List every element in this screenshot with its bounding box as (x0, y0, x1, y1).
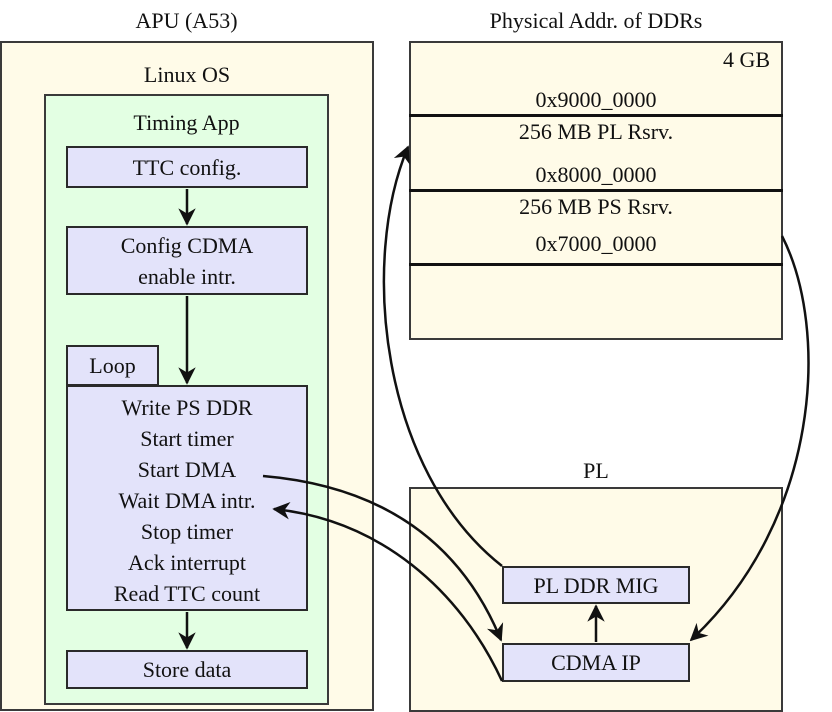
arrow-mig-to-pl-reserved (382, 145, 503, 567)
loop-step-ack-interrupt: Ack interrupt (128, 550, 246, 575)
ddr-divider-9000 (409, 114, 783, 117)
linux-os-label: Linux OS (143, 62, 231, 87)
config-cdma-line-2: enable intr. (138, 263, 236, 289)
ddr-divider-7000 (409, 263, 783, 266)
config-cdma-block: Config CDMA enable intr. (66, 226, 308, 295)
pl-ddr-mig-text: PL DDR MIG (533, 572, 659, 598)
ddr-4gb-label: 4 GB (722, 47, 770, 72)
loop-step-wait-dma-intr: Wait DMA intr. (118, 488, 256, 513)
timing-app-label: Timing App (133, 110, 240, 135)
pl-reserved-region: 256 MB PL Rsrv. (518, 119, 674, 144)
arrow-start-dma-to-cdma (262, 474, 504, 642)
ttc-config-text: TTC config. (132, 154, 242, 180)
config-cdma-line-1: Config CDMA (120, 232, 254, 258)
addr-0x7000: 0x7000_0000 (535, 231, 657, 256)
addr-0x9000: 0x9000_0000 (535, 87, 657, 112)
loop-label-block: Loop (66, 345, 159, 386)
store-data-block: Store data (66, 650, 308, 689)
cdma-ip-text: CDMA IP (551, 650, 641, 675)
cdma-ip-block: CDMA IP (502, 643, 690, 682)
arrow-ps-reserved-to-cdma (689, 235, 810, 642)
loop-step-write-ps-ddr: Write PS DDR (121, 395, 253, 420)
loop-step-start-dma: Start DMA (137, 457, 237, 482)
ps-reserved-region: 256 MB PS Rsrv. (519, 194, 673, 219)
loop-block: Write PS DDR Start timer Start DMA Wait … (66, 385, 308, 611)
ddr-title: Physical Addr. of DDRs (489, 8, 703, 33)
loop-step-start-timer: Start timer (140, 426, 234, 451)
loop-step-read-ttc-count: Read TTC count (113, 581, 261, 606)
ddr-divider-8000 (409, 189, 783, 192)
loop-step-stop-timer: Stop timer (140, 519, 234, 544)
store-data-text: Store data (142, 657, 232, 682)
loop-label-text: Loop (89, 353, 136, 378)
addr-0x8000: 0x8000_0000 (535, 162, 657, 187)
pl-title: PL (583, 458, 609, 483)
apu-title: APU (A53) (135, 8, 238, 33)
arrow-cdma-interrupt-to-wait (272, 501, 504, 682)
ttc-config-block: TTC config. (66, 146, 308, 188)
pl-ddr-mig-block: PL DDR MIG (502, 566, 690, 604)
